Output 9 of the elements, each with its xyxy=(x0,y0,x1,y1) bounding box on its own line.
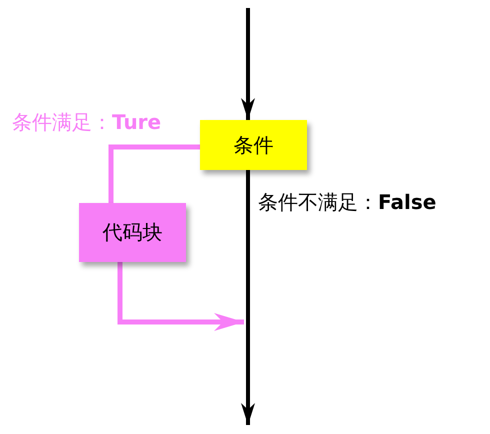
arrow xyxy=(241,8,255,120)
edge-label: 条件不满足：False xyxy=(256,190,438,214)
edge-label: 条件满足：Ture xyxy=(10,110,164,134)
process-box xyxy=(79,203,186,262)
process-box xyxy=(200,120,307,170)
arrow xyxy=(241,170,255,425)
node-label: 代码块 xyxy=(102,219,162,246)
node-label: 条件 xyxy=(234,132,274,158)
arrow xyxy=(118,262,244,331)
